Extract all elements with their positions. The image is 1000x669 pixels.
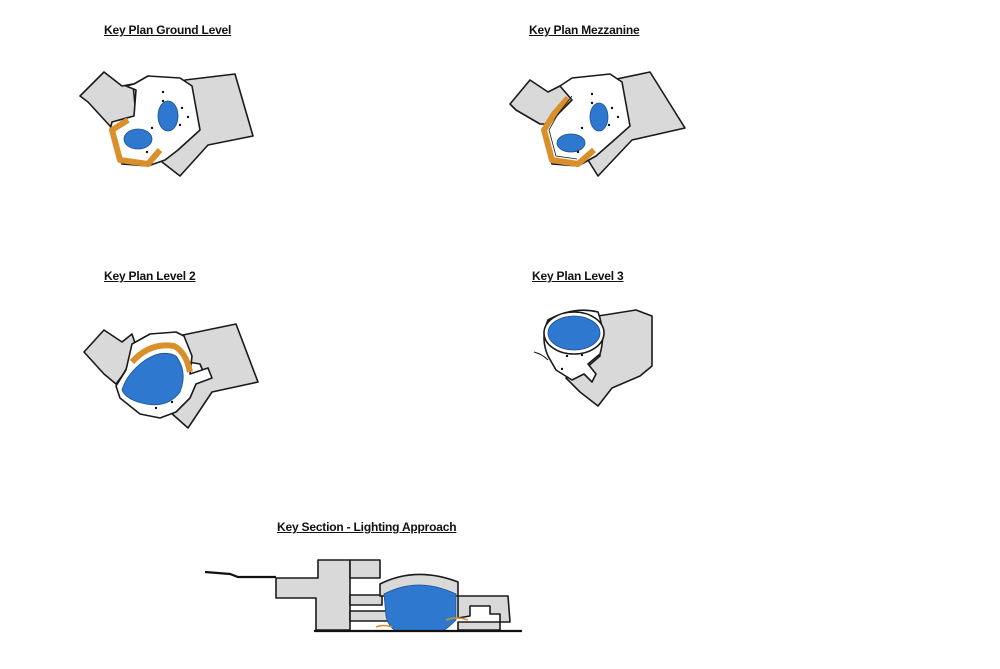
caption-mezzanine: Key Plan Mezzanine — [529, 23, 640, 37]
ground-level-atrium-lower — [123, 128, 153, 150]
level-3-atrium — [547, 315, 601, 351]
section-lighting — [204, 559, 522, 633]
ground-level-ramp — [109, 117, 163, 167]
plan-ground-level — [79, 71, 254, 177]
ground-level-columns — [145, 90, 190, 154]
section-stair-band-1 — [349, 594, 383, 606]
section-stair-band-2 — [349, 610, 391, 622]
level-3-columns — [560, 353, 584, 371]
caption-ground-level: Key Plan Ground Level — [104, 23, 232, 37]
caption-level-2: Key Plan Level 2 — [104, 269, 196, 283]
plan-mezzanine — [509, 71, 686, 177]
section-ramp-accent-left — [375, 624, 393, 628]
section-ramp-accent-right — [445, 617, 469, 621]
caption-level-3: Key Plan Level 3 — [532, 269, 624, 283]
section-atrium-light — [383, 584, 457, 632]
section-right-band — [457, 621, 501, 631]
section-left-block — [275, 559, 351, 631]
level-2-atrium — [121, 352, 184, 406]
level-2-ramp — [129, 342, 193, 373]
caption-section: Key Section - Lighting Approach — [277, 520, 457, 534]
section-ground-line-left — [204, 570, 276, 579]
ground-level-atrium-upper — [157, 100, 179, 132]
mezzanine-atrium-lower — [556, 133, 586, 153]
mezzanine-ramp — [541, 96, 596, 167]
section-stair-tower — [349, 559, 381, 579]
section-right-block — [457, 595, 511, 623]
mezzanine-columns — [576, 92, 620, 154]
plan-level-2 — [83, 323, 259, 429]
mezzanine-atrium-upper — [589, 102, 609, 132]
plan-level-3 — [533, 309, 653, 407]
level-2-columns — [154, 400, 174, 410]
